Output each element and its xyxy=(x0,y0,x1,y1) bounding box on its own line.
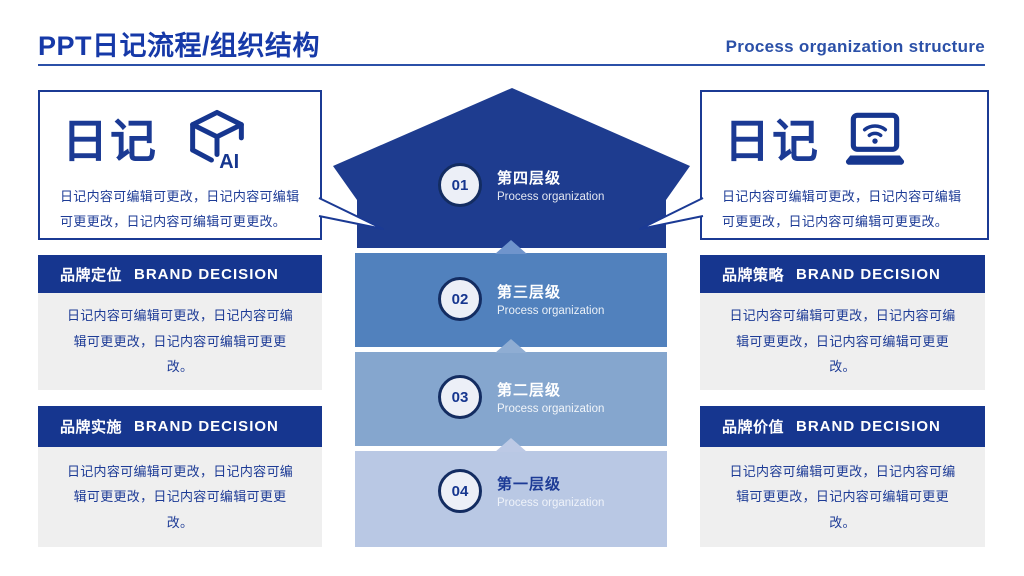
level-number-badge: 04 xyxy=(438,469,482,513)
info-header-brand-strategy: 品牌策略 BRAND DECISION xyxy=(700,255,985,293)
up-notch-icon xyxy=(495,438,527,452)
info-heading-en: BRAND DECISION xyxy=(134,418,279,435)
pyramid-level-4: 04 第一层级 Process organization xyxy=(438,469,604,513)
info-heading-en: BRAND DECISION xyxy=(134,265,279,283)
up-notch-icon xyxy=(495,240,527,254)
info-header-brand-positioning: 品牌定位 BRAND DECISION xyxy=(38,255,322,293)
level-subtitle: Process organization xyxy=(497,305,605,317)
page-title: PPT日记流程/组织结构 xyxy=(38,31,321,61)
info-heading-cn: 品牌价值 xyxy=(722,419,785,436)
pyramid-level-4-bar xyxy=(355,438,667,547)
info-heading-en: BRAND DECISION xyxy=(796,265,941,283)
page-subtitle: Process organization structure xyxy=(725,37,985,56)
svg-text:AI: AI xyxy=(219,150,239,169)
level-title: 第三层级 xyxy=(497,284,562,301)
info-header-brand-value: 品牌价值 BRAND DECISION xyxy=(700,406,985,447)
callout-box-right: 日记 日记内容可编辑可更改，日记内容可编辑可更更改，日记内容可编辑可更更改。 xyxy=(700,90,989,240)
callout-body-text: 日记内容可编辑可更改，日记内容可编辑可更更改，日记内容可编辑可更更改。 xyxy=(60,189,300,230)
level-number-badge: 03 xyxy=(438,375,482,419)
level-subtitle: Process organization xyxy=(497,403,605,415)
info-heading-cn: 品牌实施 xyxy=(60,419,123,436)
info-header-brand-implementation: 品牌实施 BRAND DECISION xyxy=(38,406,322,447)
info-body: 日记内容可编辑可更改，日记内容可编辑可更更改，日记内容可编辑可更更改。 xyxy=(38,293,322,390)
info-body: 日记内容可编辑可更改，日记内容可编辑可更更改，日记内容可编辑可更更改。 xyxy=(700,447,985,547)
info-heading-cn: 品牌策略 xyxy=(722,266,785,284)
level-title: 第四层级 xyxy=(497,170,562,187)
up-notch-icon xyxy=(495,339,527,353)
title-divider xyxy=(38,64,985,66)
callout-title: 日记 xyxy=(62,115,158,167)
callout-body-text: 日记内容可编辑可更改，日记内容可编辑可更更改，日记内容可编辑可更更改。 xyxy=(722,189,962,230)
level-subtitle: Process organization xyxy=(497,497,605,509)
pyramid-level-2: 02 第三层级 Process organization xyxy=(438,277,604,321)
level-title: 第二层级 xyxy=(497,382,562,399)
level-number-badge: 01 xyxy=(438,163,482,207)
level-title: 第一层级 xyxy=(497,476,562,493)
pyramid-level-3: 03 第二层级 Process organization xyxy=(438,375,604,419)
info-body: 日记内容可编辑可更改，日记内容可编辑可更更改，日记内容可编辑可更更改。 xyxy=(700,293,985,390)
pyramid-level-3-bar xyxy=(355,339,667,446)
info-body: 日记内容可编辑可更改，日记内容可编辑可更更改，日记内容可编辑可更更改。 xyxy=(38,447,322,547)
level-number-badge: 02 xyxy=(438,277,482,321)
info-heading-en: BRAND DECISION xyxy=(796,418,941,435)
pyramid-level-1: 01 第四层级 Process organization xyxy=(438,163,604,207)
laptop-wifi-icon xyxy=(842,110,908,173)
callout-title: 日记 xyxy=(724,115,820,167)
info-heading-cn: 品牌定位 xyxy=(60,266,123,284)
level-subtitle: Process organization xyxy=(497,191,605,203)
ai-cube-icon: AI xyxy=(180,108,254,175)
callout-box-left: 日记 AI 日记内容可编辑可更改，日记内容可编辑可更更改，日记内容可编辑可更更改… xyxy=(38,90,322,240)
